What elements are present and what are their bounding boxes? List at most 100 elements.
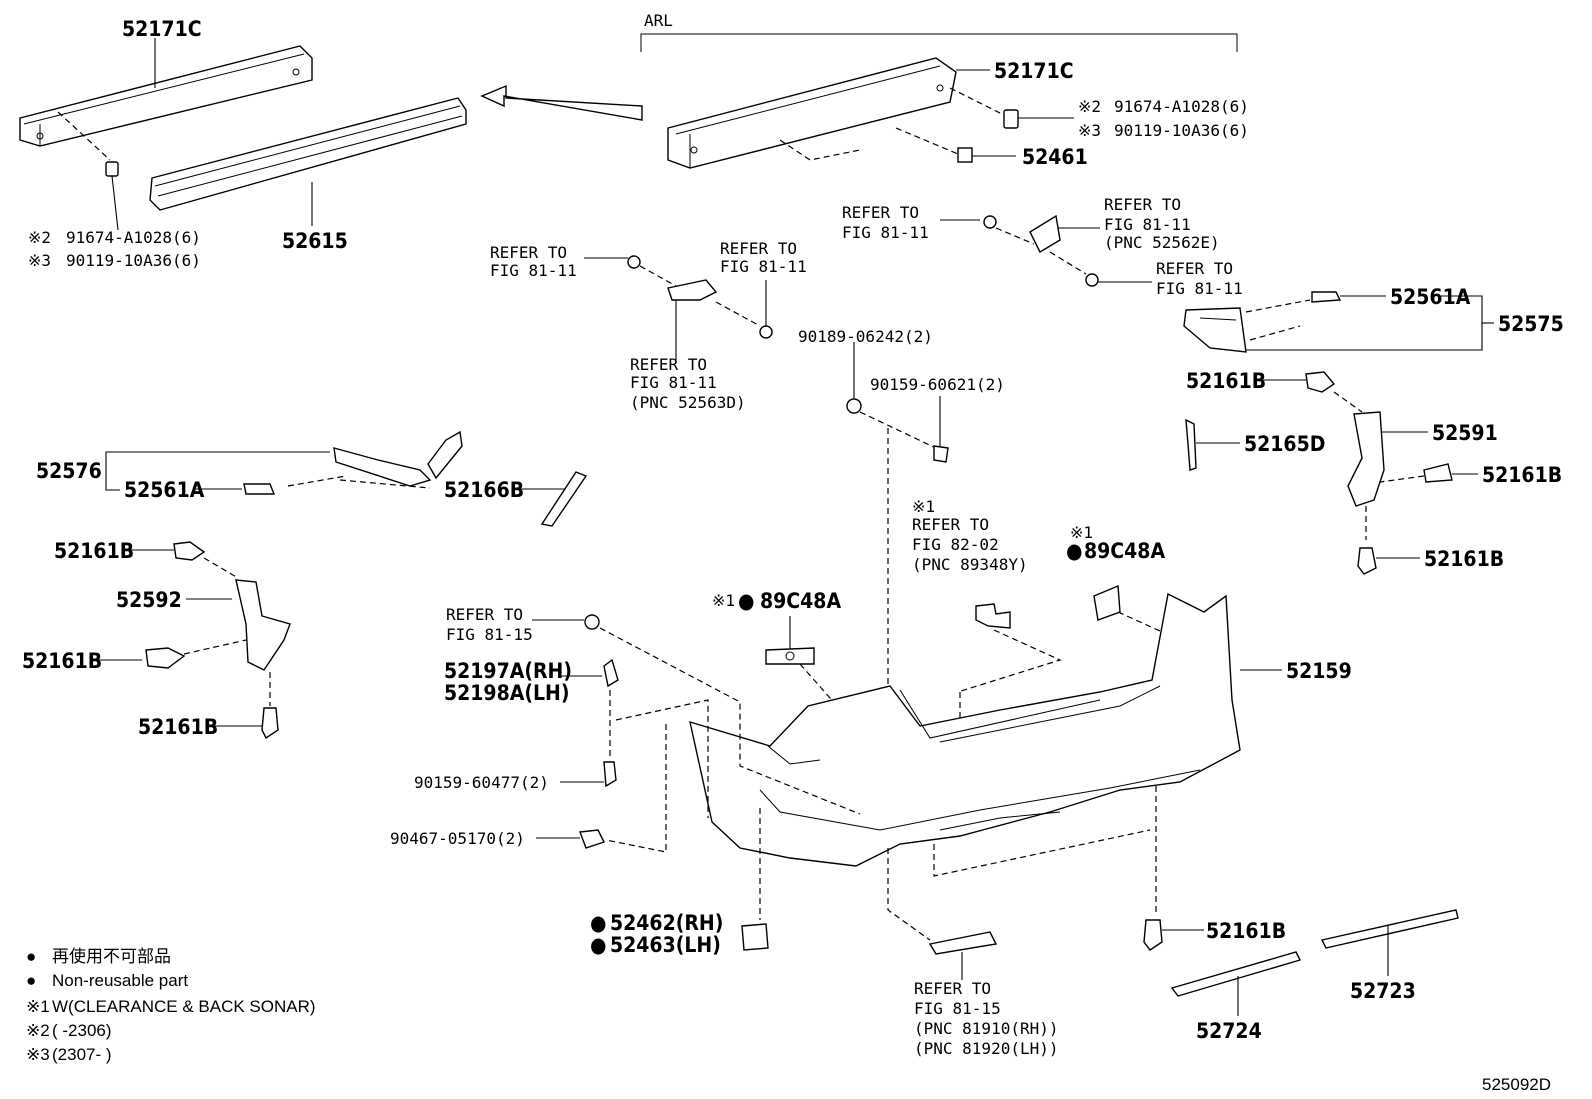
ref-6-line2[interactable]: FIG 81-11 — [1156, 279, 1243, 298]
ref-1-line1[interactable]: REFER TO — [490, 243, 567, 262]
part-52561a-right[interactable]: 52561A — [1390, 285, 1471, 309]
bracket-89348y — [957, 603, 1062, 693]
side-retainer-right — [1183, 291, 1494, 353]
legend-note-2: ( -2306) — [52, 1021, 112, 1040]
part-52161b-r3[interactable]: 52161B — [1424, 547, 1504, 571]
part-52161b-r2[interactable]: 52161B — [1482, 463, 1562, 487]
ref-3-line1[interactable]: REFER TO — [630, 355, 707, 374]
part-52462[interactable]: 52462(RH) — [610, 911, 723, 935]
ref-7-line3[interactable]: (PNC 89348Y) — [912, 555, 1028, 574]
part-52161b-l2[interactable]: 52161B — [22, 649, 102, 673]
code-90119-right[interactable]: 90119-10A36(6) — [1114, 121, 1249, 140]
dot-right: ● — [1066, 539, 1083, 563]
part-52723[interactable]: 52723 — [1350, 979, 1416, 1003]
ref-7-line2[interactable]: FIG 82-02 — [912, 535, 999, 554]
part-52592[interactable]: 52592 — [116, 588, 182, 612]
legend-dot-2: ● — [26, 971, 36, 990]
code-90467[interactable]: 90467-05170(2) — [390, 829, 525, 848]
legend: ● 再使用不可部品 ● Non-reusable part ※1 W(CLEAR… — [26, 946, 316, 1064]
part-52461[interactable]: 52461 — [1022, 145, 1088, 169]
part-labels[interactable]: 52171C 52615 52171C 52461 52561A 52575 5… — [22, 17, 1564, 1043]
dot-52462: ● — [590, 911, 607, 935]
markers: ※1 ● ※1 ● ● ● — [590, 523, 1093, 957]
part-52159[interactable]: 52159 — [1286, 659, 1352, 683]
bracket-upper-left — [584, 255, 773, 360]
lower-left-fasteners — [532, 614, 619, 849]
bolt-codes[interactable]: ※2 91674-A1028(6) ※3 90119-10A36(6) ※2 9… — [28, 97, 1249, 848]
code-90159-477[interactable]: 90159-60477(2) — [414, 773, 549, 792]
part-52575[interactable]: 52575 — [1498, 312, 1564, 336]
part-52161b-bottom[interactable]: 52161B — [1206, 919, 1286, 943]
ref-9-line4[interactable]: (PNC 81920(LH)) — [914, 1039, 1059, 1058]
part-52161b-l1[interactable]: 52161B — [54, 539, 134, 563]
part-52197a[interactable]: 52197A(RH) — [444, 659, 572, 683]
mark-3-left: ※3 — [28, 251, 51, 270]
code-91674-left[interactable]: 91674-A1028(6) — [66, 228, 201, 247]
part-52161b-l3[interactable]: 52161B — [138, 715, 218, 739]
code-90159-621[interactable]: 90159-60621(2) — [870, 375, 1005, 394]
ref-7-line1[interactable]: REFER TO — [912, 515, 989, 534]
ref-3-line2[interactable]: FIG 81-11 — [630, 373, 717, 392]
ref-3-line3[interactable]: (PNC 52563D) — [630, 393, 746, 412]
bumper-reinforcement-left — [19, 38, 313, 147]
ref-6-line1[interactable]: REFER TO — [1156, 259, 1233, 278]
cap-52462 — [741, 923, 769, 951]
part-52171c-left[interactable]: 52171C — [122, 17, 202, 41]
part-52591[interactable]: 52591 — [1432, 421, 1498, 445]
ref-9-line3[interactable]: (PNC 81910(RH)) — [914, 1019, 1059, 1038]
part-52171c-right[interactable]: 52171C — [994, 59, 1074, 83]
legend-note-1: W(CLEARANCE & BACK SONAR) — [52, 997, 316, 1016]
ref-1-line2[interactable]: FIG 81-11 — [490, 261, 577, 280]
code-91674-right[interactable]: 91674-A1028(6) — [1114, 97, 1249, 116]
bolt-left — [57, 111, 119, 231]
dot-52463: ● — [590, 933, 607, 957]
clip-52166b — [516, 471, 588, 527]
mark-1-center: ※1 — [712, 591, 735, 610]
mark-3-right: ※3 — [1078, 121, 1101, 140]
part-52463[interactable]: 52463(LH) — [610, 933, 721, 957]
ref-8-line2[interactable]: FIG 81-15 — [446, 625, 533, 644]
code-90119-left[interactable]: 90119-10A36(6) — [66, 251, 201, 270]
ref-2-line1[interactable]: REFER TO — [720, 239, 797, 258]
mark-2-right: ※2 — [1078, 97, 1101, 116]
bumper-reinforcement-right — [667, 57, 1074, 169]
part-52166b[interactable]: 52166B — [444, 478, 524, 502]
ref-4-line1[interactable]: REFER TO — [842, 203, 919, 222]
legend-mark-3: ※3 — [26, 1045, 50, 1064]
ref-5-line1[interactable]: REFER TO — [1104, 195, 1181, 214]
legend-note-3: (2307- ) — [52, 1045, 112, 1064]
part-52198a[interactable]: 52198A(LH) — [444, 681, 569, 705]
part-52561a-left[interactable]: 52561A — [124, 478, 205, 502]
fasteners-center — [846, 342, 949, 690]
ref-4-line2[interactable]: FIG 81-11 — [842, 223, 929, 242]
ref-5-line2[interactable]: FIG 81-11 — [1104, 215, 1191, 234]
cover-dash-lines — [599, 627, 1157, 941]
part-52165d[interactable]: 52165D — [1244, 432, 1325, 456]
legend-mark-2: ※2 — [26, 1021, 50, 1040]
arl-bracket — [640, 33, 1238, 52]
legend-jp: 再使用不可部品 — [52, 946, 171, 966]
legend-dot-1: ● — [26, 947, 36, 966]
part-52615[interactable]: 52615 — [282, 229, 348, 253]
bracket-upper-right — [940, 214, 1152, 287]
refer-notes[interactable]: REFER TO FIG 81-11 REFER TO FIG 81-11 RE… — [446, 195, 1243, 1058]
ref-8-line1[interactable]: REFER TO — [446, 605, 523, 624]
side-retainer-left-upper — [105, 430, 463, 495]
legend-mark-1: ※1 — [26, 997, 50, 1016]
ref-5-line3[interactable]: (PNC 52562E) — [1104, 233, 1220, 252]
part-52724[interactable]: 52724 — [1196, 1019, 1262, 1043]
molding-52723 — [1320, 909, 1459, 976]
arl-label: ARL — [644, 11, 673, 30]
ref-9-line2[interactable]: FIG 81-15 — [914, 999, 1001, 1018]
part-89c48a-center[interactable]: 89C48A — [760, 589, 841, 613]
ref-2-line2[interactable]: FIG 81-11 — [720, 257, 807, 276]
mark-2-left: ※2 — [28, 228, 51, 247]
part-89c48a-right[interactable]: 89C48A — [1084, 539, 1165, 563]
code-90189[interactable]: 90189-06242(2) — [798, 327, 933, 346]
part-52161b-r1[interactable]: 52161B — [1186, 369, 1266, 393]
ref-9-line1[interactable]: REFER TO — [914, 979, 991, 998]
part-52576[interactable]: 52576 — [36, 459, 102, 483]
sonar-bracket-right — [1093, 584, 1225, 661]
